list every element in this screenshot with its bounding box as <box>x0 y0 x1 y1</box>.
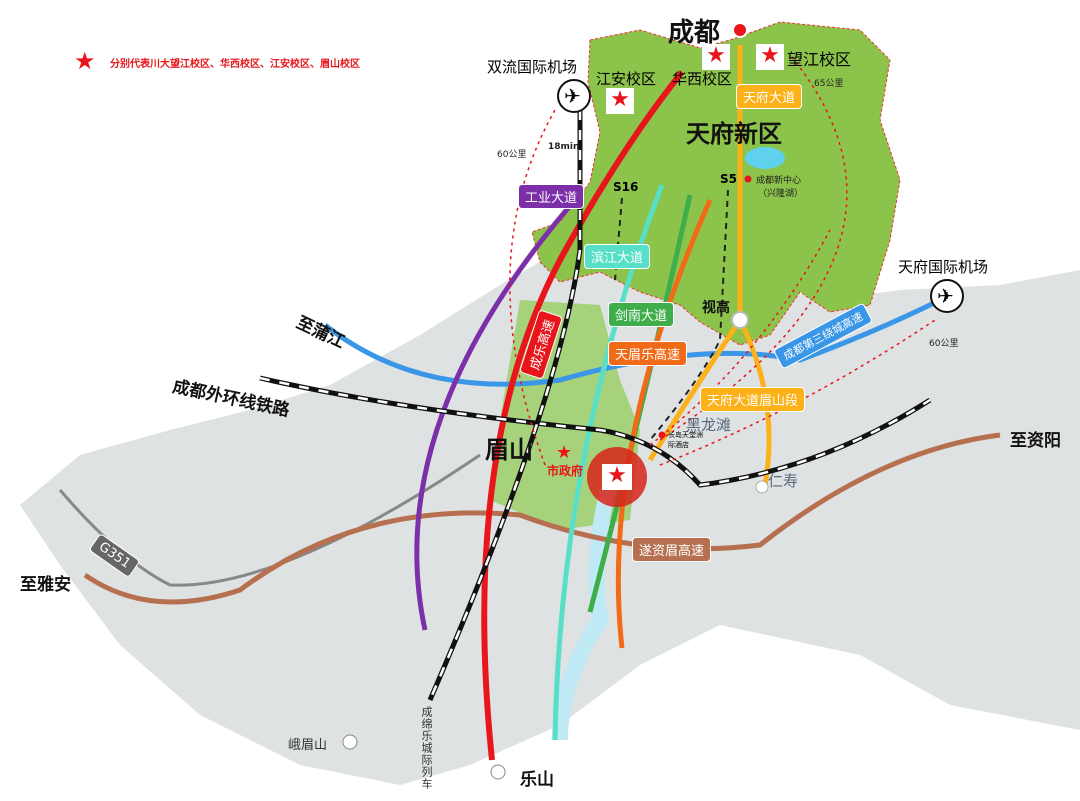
city-leshan: 乐山 <box>520 770 554 790</box>
distance-tianfu: 60公里 <box>929 339 959 349</box>
plane-icon: ✈ <box>937 284 954 308</box>
tianfu-airport-icon <box>930 279 964 313</box>
direction-yaan: 至雅安 <box>20 575 71 595</box>
plane-icon: ✈ <box>564 84 581 108</box>
road-binjiang-label: 滨江大道 <box>584 244 651 269</box>
airport-shuangliu-label: 双流国际机场 <box>487 58 578 76</box>
road-suizimei-label: 遂资眉高速 <box>632 537 712 562</box>
railway-intercity-label: 成绵乐城际列车 <box>420 706 433 790</box>
airport-tianfu-label: 天府国际机场 <box>898 258 989 276</box>
place-heilongtan: 黑龙滩 <box>686 416 732 434</box>
leshan-marker <box>490 764 506 780</box>
suizimei-highway <box>83 432 1001 605</box>
road-jiannan-label: 剑南大道 <box>608 302 675 327</box>
road-s16-label: S16 <box>613 180 639 194</box>
government-star-icon: ★ <box>556 442 573 463</box>
distance-shuangliu: 60公里 <box>497 150 527 160</box>
distance-wangjiang: 65公里 <box>814 79 844 89</box>
city-emeishan: 峨眉山 <box>288 738 328 753</box>
red-star-icon: ★ <box>74 47 96 75</box>
campus-jiangan-label: 江安校区 <box>596 70 657 88</box>
road-s5-label: S5 <box>720 172 737 186</box>
city-chengdu: 成都 <box>668 18 721 48</box>
poi-new-center-sub: （兴隆湖） <box>758 189 804 199</box>
road-tianfu-meishan-label: 天府大道眉山段 <box>700 387 806 412</box>
campus-wangjiang-star-icon: ★ <box>756 44 784 70</box>
distance-arcs <box>509 54 936 466</box>
emeishan-marker <box>342 734 358 750</box>
gongye-road <box>414 190 584 631</box>
time-shuangliu: 18min <box>548 142 580 152</box>
city-renshou: 仁寿 <box>768 472 799 490</box>
xinglong-lake <box>745 147 785 169</box>
chengle-highway <box>481 70 685 761</box>
government-label: 市政府 <box>547 464 584 478</box>
legend-text: 分别代表川大望江校区、华西校区、江安校区、眉山校区 <box>110 59 360 70</box>
place-shigao: 视高 <box>702 300 730 316</box>
intercity-railway-dash <box>428 110 582 701</box>
city-meishan: 眉山 <box>485 436 533 464</box>
poi-new-center: 成都新中心 <box>756 176 802 186</box>
chengdu-marker <box>732 22 748 38</box>
renshou-marker <box>755 480 769 494</box>
campus-huaxi-star-icon: ★ <box>702 44 730 70</box>
campus-meishan-star-icon: ★ <box>602 464 632 490</box>
campus-wangjiang-label: 望江校区 <box>787 50 852 69</box>
shuangliu-airport-icon <box>557 79 591 113</box>
road-gongye-label: 工业大道 <box>518 184 585 209</box>
road-tianmeile-label: 天眉乐高速 <box>608 341 688 366</box>
district-tianfu: 天府新区 <box>686 120 782 148</box>
direction-ziyang: 至资阳 <box>1010 431 1061 451</box>
campus-huaxi-label: 华西校区 <box>672 70 733 88</box>
road-tianfu-label: 天府大道 <box>736 84 803 109</box>
hotel-dot <box>658 431 666 439</box>
outer-ring-railway-dash <box>259 376 931 487</box>
shigao-marker <box>731 311 749 329</box>
poi-hotel: 长岛天堂洲际酒店 <box>668 431 703 449</box>
s5-line <box>649 189 729 441</box>
river <box>552 478 618 741</box>
campus-jiangan-star-icon: ★ <box>606 88 634 114</box>
new-center-dot <box>744 175 752 183</box>
